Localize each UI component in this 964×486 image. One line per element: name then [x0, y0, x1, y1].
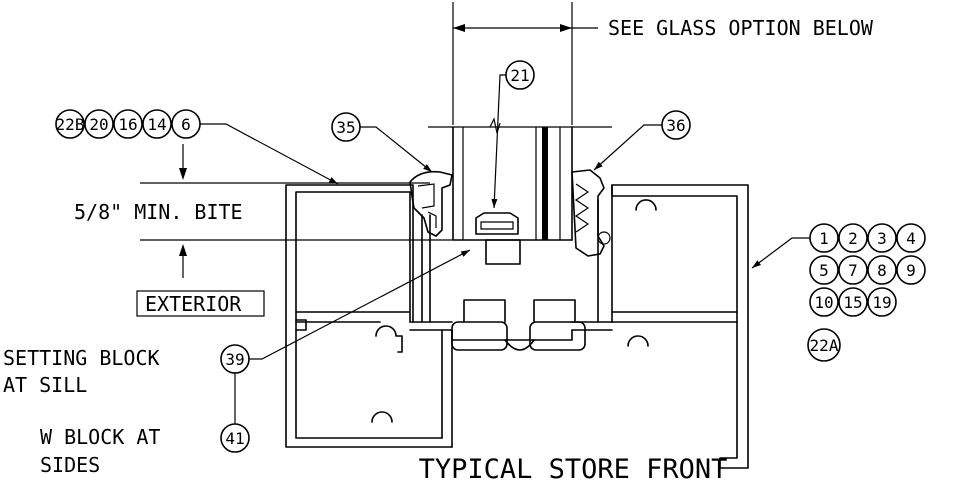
exterior-label: EXTERIOR	[145, 292, 242, 316]
glass-option-note: SEE GLASS OPTION BELOW	[608, 16, 874, 40]
callout-group-left: 22B 20 16 14 6	[55, 109, 201, 139]
callout-22a-label: 22A	[810, 336, 839, 355]
callout-9-label: 9	[906, 261, 916, 280]
callout-36-label: 36	[666, 116, 685, 135]
callout-4-label: 4	[906, 229, 916, 248]
callout-19-label: 19	[872, 293, 891, 312]
callout-22b-label: 22B	[56, 115, 85, 134]
exterior-box	[136, 290, 265, 317]
callout-2-label: 2	[848, 229, 858, 248]
right-frame-profile	[571, 169, 749, 469]
callout-10-label: 10	[814, 293, 833, 312]
drawing-title: TYPICAL STORE FRONT	[419, 454, 728, 485]
callout-14-label: 14	[147, 115, 166, 134]
setting-block-right	[529, 321, 586, 351]
setting-block-label-line1: SETTING BLOCK	[3, 346, 160, 370]
setting-block-left	[451, 321, 508, 351]
bite-dimension	[140, 144, 452, 278]
callout-7-label: 7	[848, 261, 858, 280]
callout-21-label: 21	[510, 66, 529, 85]
callout-3-label: 3	[877, 229, 887, 248]
w-block-label-line2: SIDES	[40, 453, 100, 477]
callout-group-right: 1 2 3 4 5 7 8 9 10 15 19 22A	[807, 223, 926, 362]
left-frame-profile	[285, 170, 453, 448]
callout-16-label: 16	[118, 115, 137, 134]
callout-41-bubble	[220, 423, 250, 453]
glass-unit	[428, 117, 612, 265]
setting-block-label-line2: AT SILL	[3, 373, 87, 397]
callout-39-label: 39	[225, 350, 244, 369]
callout-8-label: 8	[877, 261, 887, 280]
callout-41-label: 41	[225, 429, 244, 448]
glass-dimension	[452, 2, 598, 125]
bite-label: 5/8" MIN. BITE	[74, 200, 243, 224]
callout-6-label: 6	[181, 115, 191, 134]
glass-spacer-21	[475, 212, 519, 235]
callout-20-label: 20	[89, 115, 108, 134]
callout-15-label: 15	[843, 293, 862, 312]
w-block-label-line1: W BLOCK AT	[40, 425, 160, 449]
callout-35-label: 35	[336, 118, 355, 137]
callout-1-label: 1	[819, 229, 829, 248]
callout-5-label: 5	[819, 261, 829, 280]
sill-base	[451, 299, 586, 351]
